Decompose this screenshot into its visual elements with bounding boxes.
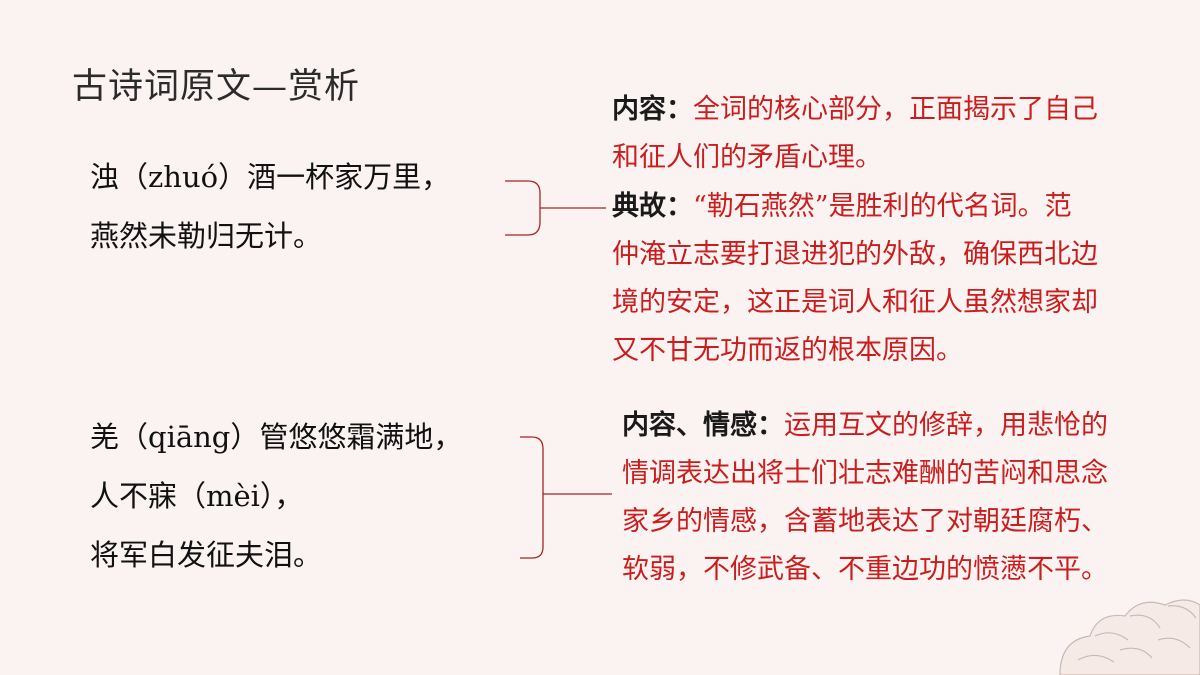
note-text: 家乡的情感，含蓄地表达了对朝廷腐朽、: [622, 506, 1108, 537]
poem-line: 羌（qiāng）管悠悠霜满地，: [90, 420, 463, 454]
analysis-note-content: 内容：全词的核心部分，正面揭示了自己 和征人们的矛盾心理。: [612, 86, 1098, 182]
note-text: 和征人们的矛盾心理。: [612, 142, 882, 173]
poem-stanza-1: 浊（zhuó）酒一杯家万里， 燕然未勒归无计。: [90, 148, 450, 266]
note-text: 又不甘无功而返的根本原因。: [612, 335, 963, 366]
poem-line: 将军白发征夫泪。: [90, 538, 323, 572]
page-title: 古诗词原文—赏析: [72, 67, 361, 107]
note-label: 典故：: [612, 191, 693, 222]
bracket-connector: [520, 436, 612, 559]
note-label: 内容、情感：: [622, 410, 784, 441]
note-text: 仲淹立志要打退进犯的外敌，确保西北边: [612, 239, 1098, 270]
note-text: 运用互文的修辞，用悲怆的: [784, 410, 1108, 441]
note-text: 境的安定，这正是词人和征人虽然想家却: [612, 287, 1098, 318]
note-label: 内容：: [612, 94, 693, 125]
bracket-connector: [505, 180, 606, 236]
analysis-note-allusion: 典故：“勒石燕然”是胜利的代名词。范 仲淹立志要打退进犯的外敌，确保西北边 境的…: [612, 183, 1098, 375]
note-text: 情调表达出将士们壮志难酬的苦闷和思念: [622, 458, 1108, 489]
cloud-ornament-icon: [1059, 599, 1200, 675]
poem-line: 燕然未勒归无计。: [90, 219, 323, 253]
analysis-note-emotion: 内容、情感：运用互文的修辞，用悲怆的 情调表达出将士们壮志难酬的苦闷和思念 家乡…: [622, 402, 1108, 594]
note-text: 全词的核心部分，正面揭示了自己: [693, 94, 1098, 125]
note-text: “勒石燕然”是胜利的代名词。范: [693, 191, 1072, 222]
poem-stanza-2: 羌（qiāng）管悠悠霜满地， 人不寐（mèi）， 将军白发征夫泪。: [90, 408, 462, 585]
poem-line: 浊（zhuó）酒一杯家万里，: [90, 160, 451, 194]
note-text: 软弱，不修武备、不重边功的愤懑不平。: [622, 554, 1108, 585]
poem-line: 人不寐（mèi），: [90, 479, 304, 513]
